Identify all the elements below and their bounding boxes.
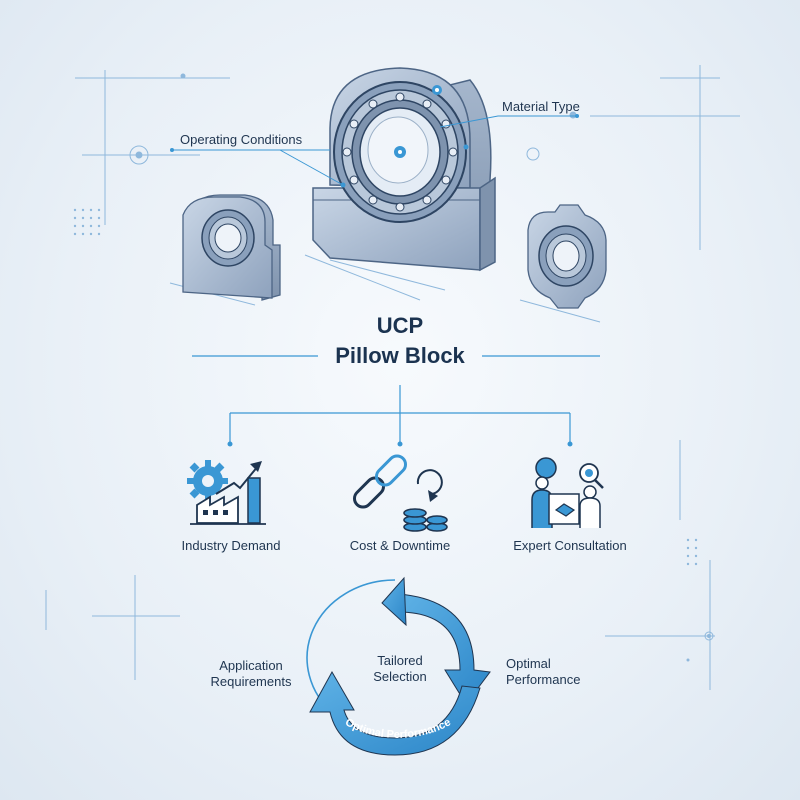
- branch-connector: [229, 385, 571, 444]
- factor-label-industry-demand: Industry Demand: [181, 538, 281, 553]
- left-small-pillow-block: [169, 194, 281, 306]
- callout-dot-right-end: [463, 144, 469, 150]
- dot-grid-left: [73, 208, 101, 236]
- gear-factory-growth-icon: [187, 460, 266, 525]
- callout-leaders: [172, 115, 577, 186]
- title-line-2: Pillow Block: [335, 343, 465, 368]
- chain-link-coins-icon: [352, 454, 448, 532]
- callout-dot-left: [170, 148, 174, 152]
- decorative-lines: [45, 65, 740, 690]
- right-small-pillow-block: [519, 204, 607, 323]
- callout-dot-right: [575, 114, 579, 118]
- title-line-1: UCP: [376, 313, 424, 338]
- cycle-label-optimal-performance: Optimal Performance: [506, 656, 581, 688]
- cycle-label-application-requirements: Application Requirements: [210, 658, 292, 690]
- main-pillow-block-illustration: [304, 67, 496, 301]
- branch-dot-right: [567, 441, 573, 447]
- branch-dot-left: [227, 441, 233, 447]
- consultation-handshake-icon: [531, 457, 604, 528]
- callout-operating-conditions: Operating Conditions: [180, 132, 303, 147]
- dot-grid-right: [686, 538, 698, 662]
- selection-cycle-diagram: Optimal Performance: [306, 576, 491, 756]
- factor-label-expert-consultation: Expert Consultation: [513, 538, 627, 553]
- callout-dot-left-end: [340, 182, 346, 188]
- branch-dot-center: [397, 441, 403, 447]
- callout-material-type: Material Type: [502, 99, 580, 114]
- cycle-label-tailored-selection: Tailored Selection: [373, 653, 427, 685]
- factor-label-cost-downtime: Cost & Downtime: [349, 538, 451, 553]
